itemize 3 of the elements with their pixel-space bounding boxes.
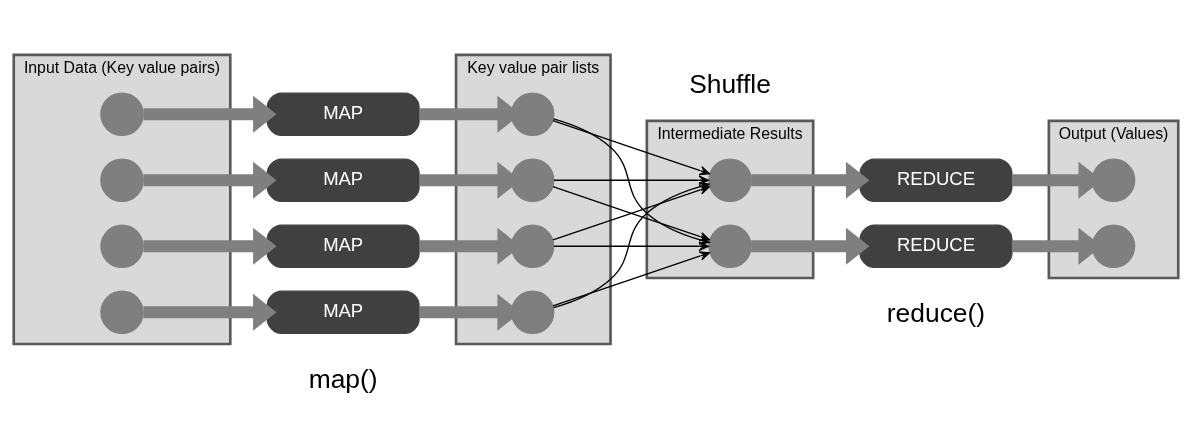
label: reduce()	[886, 297, 986, 328]
label: Shuffle	[689, 68, 771, 99]
label: map()	[308, 363, 378, 394]
